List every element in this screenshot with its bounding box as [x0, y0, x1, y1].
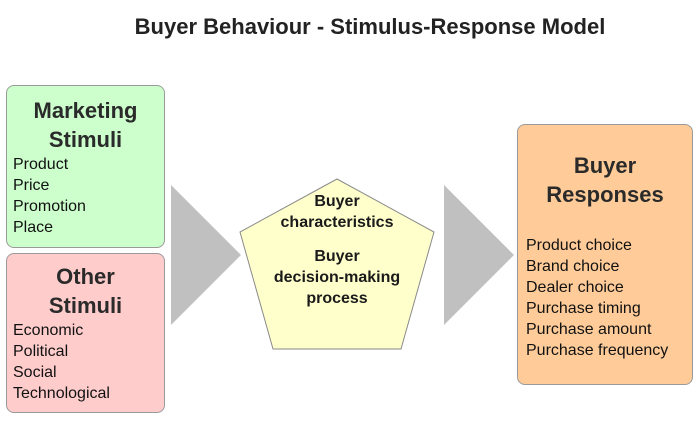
list-item: Promotion [13, 198, 86, 215]
list-item: Purchase amount [526, 321, 652, 338]
other-stimuli-heading: Other Stimuli [7, 262, 164, 320]
responses-heading-line1: Buyer [573, 153, 637, 178]
marketing-stimuli-box: Marketing Stimuli Product Price Promotio… [6, 85, 165, 248]
list-item: Product [13, 156, 69, 173]
list-item: Place [13, 219, 54, 236]
list-item: Purchase timing [526, 300, 641, 317]
list-item: Social [13, 364, 57, 381]
list-item: Economic [13, 322, 84, 339]
buyer-characteristics-line1: Buyer [314, 193, 360, 210]
list-item: Purchase frequency [526, 342, 669, 359]
list-item: Political [13, 343, 69, 360]
list-item: Dealer choice [526, 279, 624, 296]
other-stimuli-box: Other Stimuli Economic Political Social … [6, 253, 165, 413]
marketing-stimuli-list: Product Price Promotion Place [13, 154, 86, 238]
diagram-title: Buyer Behaviour - Stimulus-Response Mode… [134, 14, 606, 39]
buyer-decision-line3: process [306, 290, 368, 307]
buyer-characteristics-line2: characteristics [280, 214, 394, 231]
list-item: Product choice [526, 237, 632, 254]
stimuli-to-buyer-arrow [171, 185, 241, 325]
marketing-heading-line1: Marketing [33, 98, 138, 123]
other-heading-line1: Other [56, 264, 115, 289]
buyer-black-box-pentagon [239, 178, 435, 350]
other-stimuli-list: Economic Political Social Technological [13, 320, 110, 404]
other-heading-line2: Stimuli [48, 293, 123, 318]
list-item: Technological [13, 385, 110, 402]
responses-heading-line2: Responses [546, 182, 664, 207]
buyer-to-responses-arrow [444, 185, 514, 325]
list-item: Brand choice [526, 258, 620, 275]
marketing-stimuli-heading: Marketing Stimuli [7, 96, 164, 154]
buyer-responses-box: Buyer Responses Product choice Brand cho… [517, 124, 693, 385]
list-item: Price [13, 177, 50, 194]
buyer-responses-list: Product choice Brand choice Dealer choic… [526, 235, 668, 361]
buyer-black-box-text: Buyer characteristics Buyer decision-mak… [240, 191, 434, 309]
marketing-heading-line2: Stimuli [48, 127, 123, 152]
buyer-decision-line2: decision-making [273, 269, 401, 286]
buyer-responses-heading: Buyer Responses [518, 151, 692, 209]
buyer-decision-line1: Buyer [314, 248, 360, 265]
